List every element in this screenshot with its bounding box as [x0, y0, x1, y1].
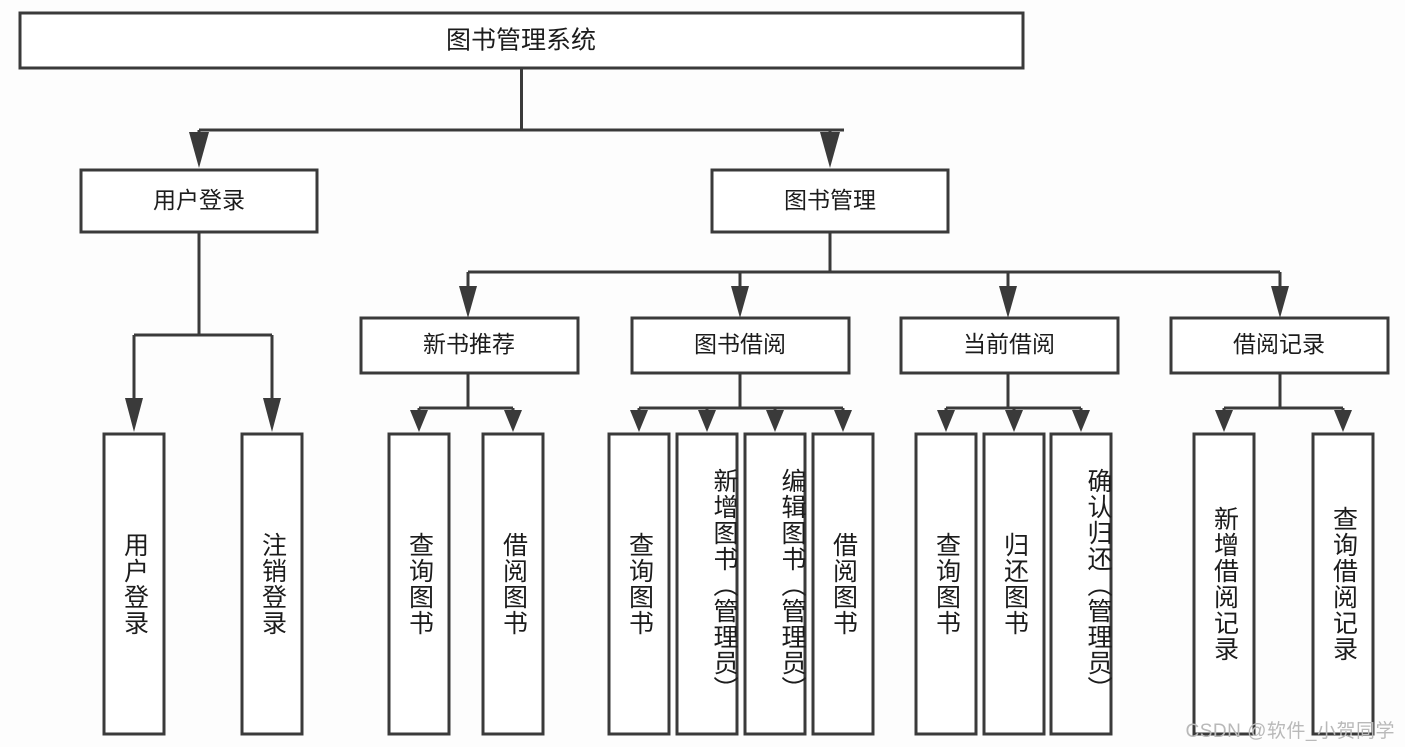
arrow-newbook-leaf-1: [410, 410, 428, 432]
arrow-record-leaf-2: [1334, 410, 1352, 432]
node-borrow-record[interactable]: 借阅记录: [1169, 316, 1390, 375]
csdn-watermark: CSDN @软件_小贺同学: [1185, 721, 1395, 742]
node-book-manage-box[interactable]: [710, 168, 950, 234]
connector-group-user-login: [125, 232, 281, 432]
node-current-borrow-box[interactable]: [899, 316, 1120, 375]
connector-group-root: [189, 68, 844, 168]
leaf-box-add-book-admin[interactable]: [675, 432, 739, 736]
connector-group-new-book: [410, 373, 522, 432]
leaf-box-user-login[interactable]: [102, 432, 166, 736]
leaf-box-query-book-borrow[interactable]: [607, 432, 671, 736]
node-current-borrow-label: 当前借阅: [963, 331, 1055, 357]
leaf-box-add-borrow-record[interactable]: [1192, 432, 1256, 736]
node-new-book-recommend-box[interactable]: [359, 316, 580, 375]
arrow-borrow-leaf-4: [834, 410, 852, 432]
node-book-manage[interactable]: 图书管理: [710, 168, 950, 234]
node-book-borrow-label: 图书借阅: [694, 331, 786, 357]
arrow-root-to-user: [189, 132, 209, 168]
node-user-login-box[interactable]: [79, 168, 319, 234]
arrow-root-to-book: [820, 132, 840, 168]
arrow-user-leaf-1: [125, 398, 143, 432]
node-root-label: 图书管理系统: [446, 27, 596, 55]
arrow-current-leaf-3: [1072, 410, 1090, 432]
leaf-box-query-book-rec[interactable]: [387, 432, 451, 736]
leaf-box-query-book-current[interactable]: [914, 432, 978, 736]
connector-group-book-manage: [459, 232, 1289, 318]
arrow-book-to-newbook: [459, 286, 477, 318]
node-user-login[interactable]: 用户登录: [79, 168, 319, 234]
node-current-borrow[interactable]: 当前借阅: [899, 316, 1120, 375]
node-book-borrow-box[interactable]: [630, 316, 851, 375]
node-new-book-recommend-label: 新书推荐: [423, 331, 515, 357]
arrow-borrow-leaf-1: [630, 410, 648, 432]
arrow-borrow-leaf-3: [766, 410, 784, 432]
arrow-user-leaf-2: [263, 398, 281, 432]
arrow-current-leaf-2: [1005, 410, 1023, 432]
arrow-book-to-borrow: [731, 286, 749, 318]
arrow-newbook-leaf-2: [504, 410, 522, 432]
connector-group-book-borrow: [630, 373, 852, 432]
arrow-record-leaf-1: [1215, 410, 1233, 432]
node-book-manage-label: 图书管理: [784, 187, 876, 213]
leaf-box-borrow-book[interactable]: [811, 432, 875, 736]
arrow-book-to-current: [999, 286, 1017, 318]
connector-group-borrow-record: [1215, 373, 1352, 432]
leaf-box-edit-book-admin[interactable]: [743, 432, 807, 736]
leaf-box-logout[interactable]: [240, 432, 304, 736]
leaf-box-confirm-return-admin[interactable]: [1049, 432, 1113, 736]
node-new-book-recommend[interactable]: 新书推荐: [359, 316, 580, 375]
node-user-login-label: 用户登录: [153, 187, 245, 213]
node-root-box[interactable]: [18, 11, 1025, 70]
arrow-current-leaf-1: [937, 410, 955, 432]
leaf-box-return-book[interactable]: [982, 432, 1046, 736]
node-root[interactable]: 图书管理系统: [18, 11, 1025, 70]
leaf-box-query-borrow-record[interactable]: [1311, 432, 1375, 736]
node-book-borrow[interactable]: 图书借阅: [630, 316, 851, 375]
leaf-box-borrow-book-rec[interactable]: [481, 432, 545, 736]
arrow-borrow-leaf-2: [698, 410, 716, 432]
arrow-book-to-record: [1271, 286, 1289, 318]
node-borrow-record-label: 借阅记录: [1233, 331, 1325, 357]
connector-group-current-borrow: [937, 373, 1090, 432]
node-borrow-record-box[interactable]: [1169, 316, 1390, 375]
